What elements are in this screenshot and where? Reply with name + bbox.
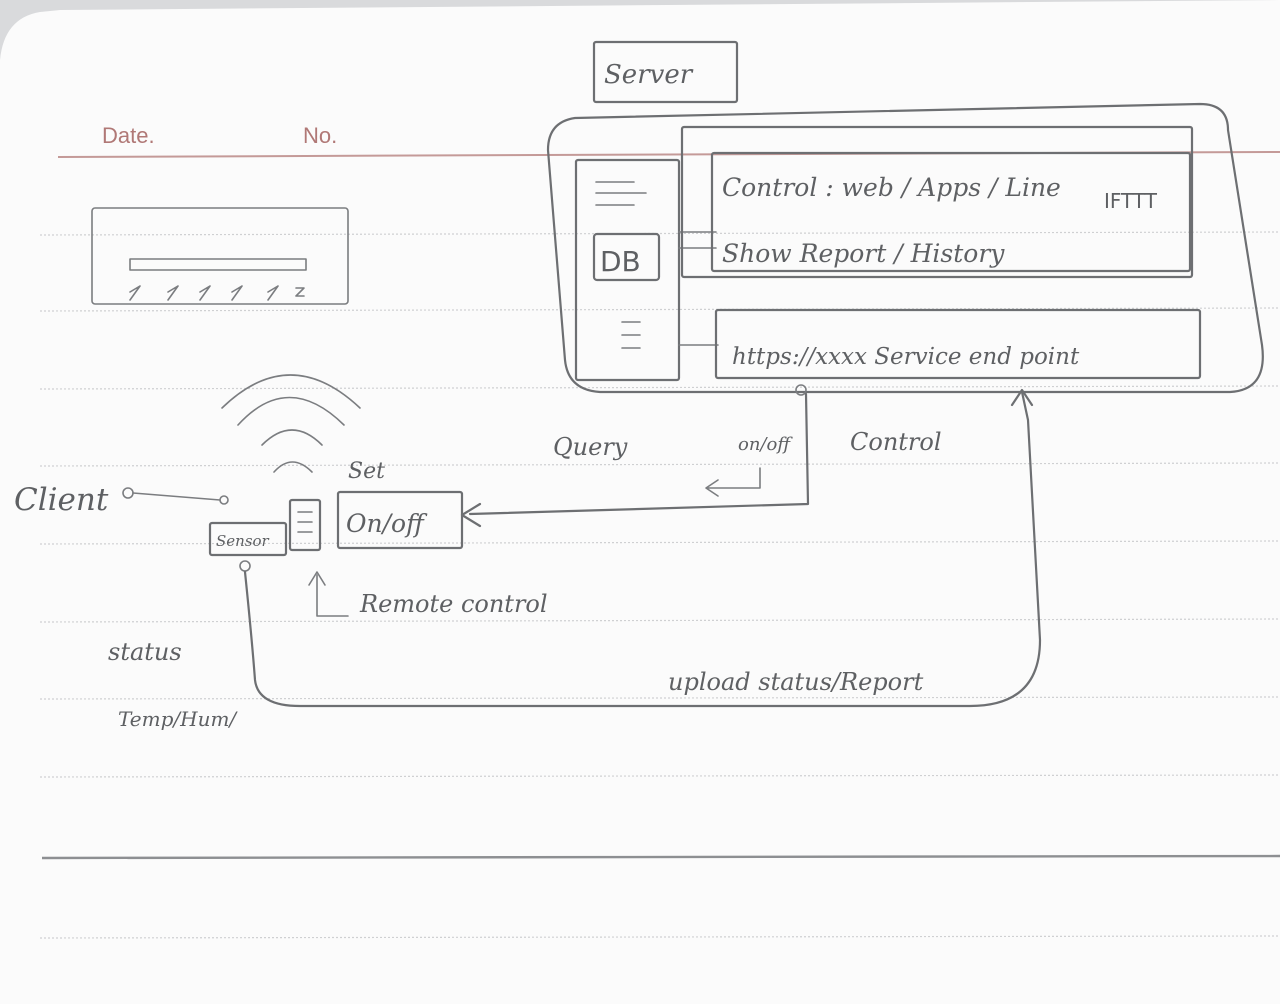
wifi-icon: [221, 374, 361, 473]
server-title-box: [592, 40, 739, 104]
db-label: DB: [600, 245, 641, 278]
bold-rule: [41, 854, 1280, 860]
server-title: Server: [604, 60, 694, 90]
control-arrow-line: [468, 392, 810, 516]
remote-buttons-icon: [297, 511, 313, 533]
db-box: [592, 232, 661, 282]
temp-hum-label: Temp/Hum/: [118, 707, 238, 731]
app-panel-inner: [710, 151, 1192, 273]
set-label: Set: [348, 459, 385, 484]
endpoint-port: [795, 384, 807, 396]
upload-arrow-head: [1010, 388, 1034, 407]
sensor-box: [208, 521, 288, 557]
rack-lines-icon: [595, 181, 647, 349]
server-container: [546, 102, 1264, 394]
control-label: Control: [850, 428, 942, 456]
return-arrow-icon: [705, 467, 761, 497]
date-label: Date.: [102, 123, 155, 148]
control-line: Control : web / Apps / Line: [722, 173, 1061, 202]
show-report-line: Show Report / History: [722, 239, 1005, 268]
ruled-lines: [39, 231, 1280, 939]
onoff-box: [336, 490, 464, 550]
remote-control-label: Remote control: [359, 590, 548, 618]
onoff-small-label: on/off: [738, 434, 793, 455]
ifttt-label: IFTTT: [1104, 189, 1158, 213]
upload-path-line: [243, 390, 1042, 708]
rack-connectors: [678, 231, 719, 346]
server-rack: [574, 158, 681, 382]
remote-control-arrow: [308, 571, 349, 617]
endpoint-line: https://xxxx Service end point: [732, 344, 1080, 370]
query-label: Query: [553, 433, 628, 461]
endpoint-box: [714, 308, 1202, 380]
client-label: Client: [14, 482, 109, 518]
upload-label: upload status/Report: [668, 668, 924, 696]
client-node: [219, 495, 229, 505]
remote-device: [288, 498, 322, 552]
onoff-box-label: On/off: [346, 509, 428, 538]
air-conditioner-sketch: [91, 207, 349, 305]
no-label: No.: [303, 123, 337, 148]
status-label: status: [108, 638, 182, 666]
sensor-label: Sensor: [216, 532, 270, 550]
client-link: [132, 492, 221, 501]
app-panel-outer: [680, 125, 1194, 279]
